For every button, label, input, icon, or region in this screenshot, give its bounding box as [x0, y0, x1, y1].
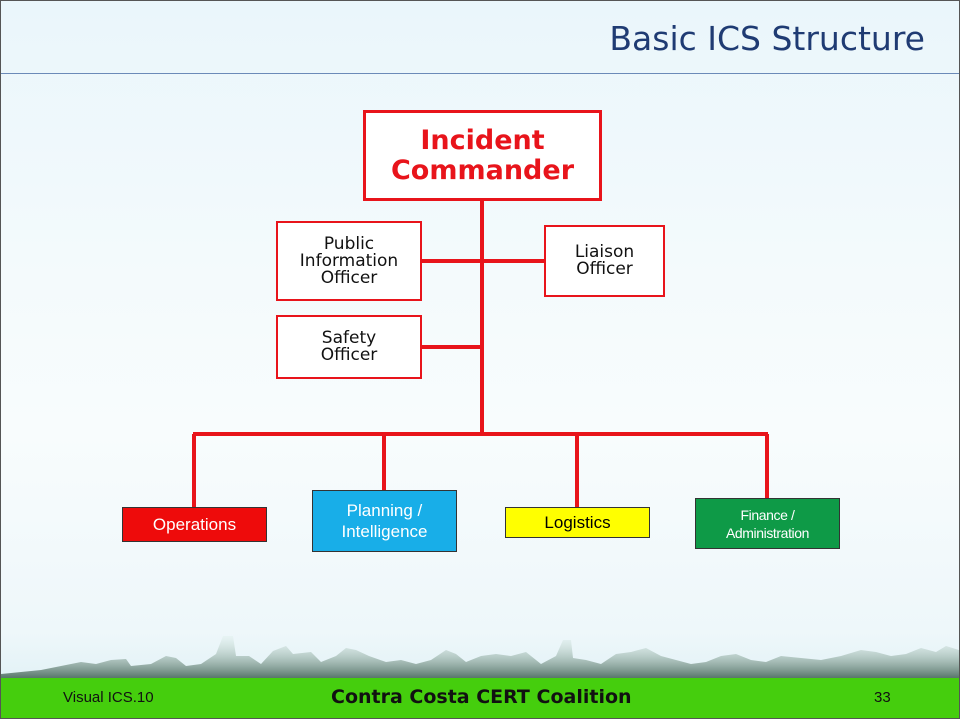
city-skyline-graphic	[1, 636, 959, 679]
operations-section-box: Operations	[122, 507, 267, 542]
organization-name: Contra Costa CERT Coalition	[331, 686, 632, 708]
footer-bar: Visual ICS.10 Contra Costa CERT Coalitio…	[1, 678, 959, 718]
finance-administration-section-box: Finance / Administration	[695, 498, 840, 549]
logistics-section-box: Logistics	[505, 507, 650, 538]
slide-title: Basic ICS Structure	[609, 19, 925, 58]
liaison-officer-box: Liaison Officer	[544, 225, 665, 297]
incident-commander-box: Incident Commander	[363, 110, 602, 201]
public-information-officer-box: Public Information Officer	[276, 221, 422, 301]
title-bar: Basic ICS Structure	[1, 1, 959, 74]
planning-intelligence-section-box: Planning / Intelligence	[312, 490, 457, 552]
safety-officer-box: Safety Officer	[276, 315, 422, 379]
page-number: 33	[874, 689, 891, 706]
course-label: Visual ICS.10	[63, 689, 154, 706]
